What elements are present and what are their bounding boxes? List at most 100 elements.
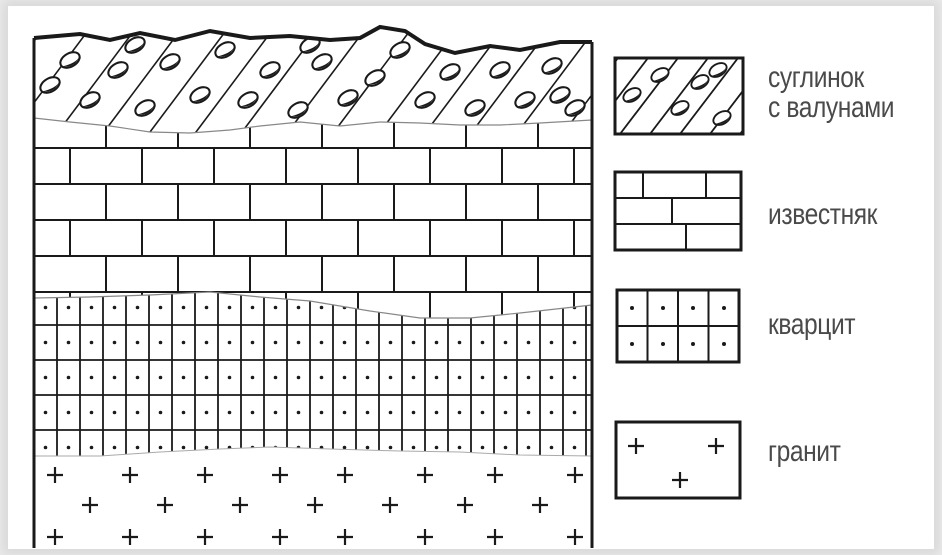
quartz-dot — [44, 376, 48, 380]
boulder-mark — [443, 29, 468, 51]
quartz-dot — [412, 446, 416, 450]
quartz-dot — [343, 376, 347, 380]
quartz-dot — [320, 376, 324, 380]
quartz-dot — [661, 306, 665, 310]
quartz-dot — [573, 446, 577, 450]
quartz-dot — [205, 341, 209, 345]
quartz-dot — [113, 446, 117, 450]
quartz-dot — [205, 446, 209, 450]
quartz-dot — [67, 376, 71, 380]
quartz-dot — [389, 446, 393, 450]
legend-swatch-loam — [560, 58, 798, 134]
quartz-dot — [573, 341, 577, 345]
quartz-dot — [435, 446, 439, 450]
quartz-dot — [251, 341, 255, 345]
legend — [560, 58, 798, 498]
quartz-dot — [182, 446, 186, 450]
quartz-dot — [205, 376, 209, 380]
quartz-dot — [90, 446, 94, 450]
quartz-dot — [44, 411, 48, 415]
quartz-dot — [435, 376, 439, 380]
quartz-dot — [113, 341, 117, 345]
quartz-dot — [691, 342, 695, 346]
granite-layer — [34, 440, 592, 550]
quartz-dot — [182, 306, 186, 310]
quartz-dot — [722, 306, 726, 310]
quartz-dot — [596, 306, 600, 310]
quartz-dot — [67, 306, 71, 310]
quartz-dot — [458, 376, 462, 380]
legend-label-loam-line1: суглинок — [768, 63, 894, 93]
cross-section-body — [0, 20, 694, 550]
quartz-dot — [113, 306, 117, 310]
quartz-dot — [205, 306, 209, 310]
legend-swatch-quartzite — [617, 290, 739, 362]
quartz-dot — [596, 411, 600, 415]
quartz-dot — [136, 446, 140, 450]
quartz-dot — [136, 411, 140, 415]
quartz-dot — [504, 376, 508, 380]
quartz-dot — [435, 411, 439, 415]
quartz-dot — [412, 341, 416, 345]
quartz-dot — [504, 411, 508, 415]
quartz-dot — [630, 306, 634, 310]
quartz-dot — [630, 342, 634, 346]
quartz-dot — [228, 411, 232, 415]
quartz-dot — [274, 376, 278, 380]
quartz-dot — [113, 376, 117, 380]
quartz-dot — [343, 341, 347, 345]
quartz-dot — [389, 411, 393, 415]
quartz-dot — [366, 446, 370, 450]
quartz-dot — [44, 446, 48, 450]
quartz-dot — [412, 411, 416, 415]
quartz-dot — [320, 411, 324, 415]
quartz-dot — [435, 341, 439, 345]
quartz-dot — [90, 411, 94, 415]
quartz-dot — [550, 446, 554, 450]
quartz-dot — [44, 306, 48, 310]
quartz-dot — [458, 411, 462, 415]
quartz-dot — [596, 376, 600, 380]
quartz-dot — [90, 306, 94, 310]
quartz-dot — [182, 411, 186, 415]
quartz-dot — [527, 341, 531, 345]
quartz-dot — [274, 341, 278, 345]
quartz-dot — [573, 411, 577, 415]
quartz-dot — [136, 306, 140, 310]
granite-fill — [34, 440, 592, 550]
quartz-dot — [136, 341, 140, 345]
quartz-dot — [113, 411, 117, 415]
quartz-dot — [274, 411, 278, 415]
quartz-dot — [504, 446, 508, 450]
quartz-dot — [90, 341, 94, 345]
quartz-dot — [251, 306, 255, 310]
quartz-dot — [366, 411, 370, 415]
legend-label-limestone: известняк — [768, 200, 877, 230]
quartz-dot — [251, 411, 255, 415]
quartz-dot — [343, 411, 347, 415]
legend-label-loam: суглинок с валунами — [768, 63, 894, 123]
quartz-dot — [274, 306, 278, 310]
quartz-dot — [550, 376, 554, 380]
quartz-dot — [527, 411, 531, 415]
quartz-dot — [320, 306, 324, 310]
quartz-dot — [596, 446, 600, 450]
quartz-dot — [596, 481, 600, 485]
quartz-dot — [481, 376, 485, 380]
quartz-dot — [722, 342, 726, 346]
quartz-dot — [159, 376, 163, 380]
quartz-dot — [297, 376, 301, 380]
quartz-dot — [527, 446, 531, 450]
quartz-dot — [412, 376, 416, 380]
quartz-dot — [481, 411, 485, 415]
quartz-dot — [228, 376, 232, 380]
quartz-dot — [297, 411, 301, 415]
quartz-dot — [228, 341, 232, 345]
legend-swatch-granite — [616, 422, 740, 498]
hatch-line — [0, 20, 4, 140]
quartz-dot — [550, 411, 554, 415]
quartz-dot — [527, 376, 531, 380]
quartz-dot — [343, 446, 347, 450]
quartz-dot — [159, 341, 163, 345]
quartz-dot — [573, 376, 577, 380]
